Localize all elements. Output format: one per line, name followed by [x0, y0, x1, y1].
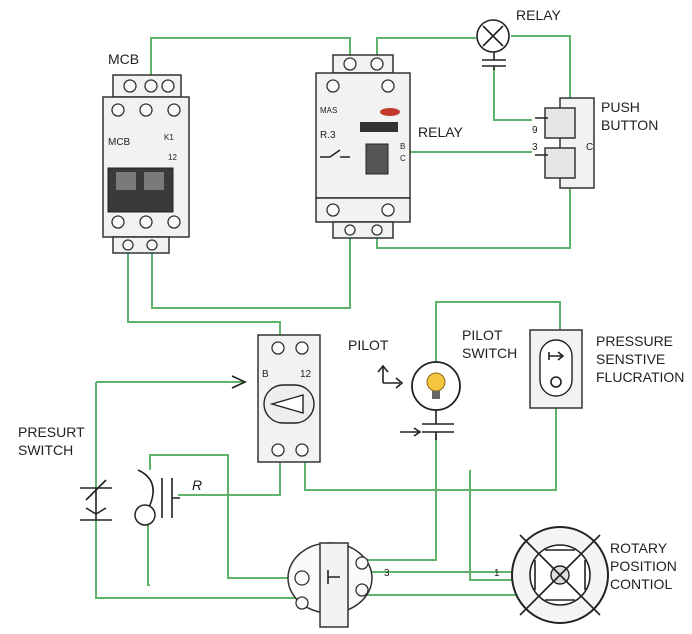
breaker-label-12: 12 — [300, 369, 312, 380]
rotary-label-2: POSITION — [610, 558, 677, 574]
rotary-switch-device — [287, 542, 373, 628]
pilot-switch-label-1: PILOT — [462, 327, 503, 343]
pressure-switch-symbol — [80, 469, 180, 526]
breaker-label-b: B — [262, 369, 269, 380]
push-button-label-2: BUTTON — [601, 117, 658, 133]
pressure-label-2: SENSTIVE — [596, 351, 665, 367]
relay-capacitor — [482, 52, 506, 70]
rotary-position-control — [511, 526, 609, 624]
relay-term-b: B — [400, 142, 405, 151]
presurt-label-2: SWITCH — [18, 442, 73, 458]
relay-model-label: R.3 — [320, 130, 336, 141]
relay-side-label: RELAY — [418, 124, 464, 140]
wire-3-label: 3 — [384, 568, 390, 579]
mcb-device — [102, 74, 190, 254]
r-label: R — [192, 477, 202, 493]
push-button-term-c: C — [586, 142, 593, 153]
mcb-rating-a: K1 — [164, 133, 174, 142]
relay-top-label: RELAY — [516, 7, 562, 23]
pressure-label-3: FLUCRATION — [596, 369, 684, 385]
push-button-term-3: 3 — [532, 142, 538, 153]
relay-lamp — [476, 19, 510, 53]
wire-1-label: 1 — [494, 568, 500, 579]
pilot-switch-label-2: SWITCH — [462, 345, 517, 361]
mcb-top-label: MCB — [108, 51, 139, 67]
mcb-rating-b: 12 — [168, 153, 177, 162]
arrow-icon — [231, 375, 247, 389]
pressure-sensor-device — [529, 329, 583, 409]
relay-term-c: C — [400, 154, 406, 163]
presurt-label-1: PRESURT — [18, 424, 85, 440]
push-button-term-9: 9 — [532, 125, 538, 136]
rotary-label-3: CONTIOL — [610, 576, 672, 592]
push-button-label-1: PUSH — [601, 99, 640, 115]
pilot-capacitor — [400, 410, 454, 440]
breaker-device — [257, 334, 321, 463]
rotary-label-1: ROTARY — [610, 540, 668, 556]
pilot-label: PILOT — [348, 337, 389, 353]
pressure-label-1: PRESSURE — [596, 333, 673, 349]
relay-brand-label: MAS — [320, 106, 337, 115]
pilot-lamp — [377, 361, 461, 411]
push-button-device — [535, 97, 595, 189]
mcb-body-label: MCB — [108, 137, 131, 148]
relay-device — [315, 54, 411, 239]
wires — [95, 35, 571, 610]
